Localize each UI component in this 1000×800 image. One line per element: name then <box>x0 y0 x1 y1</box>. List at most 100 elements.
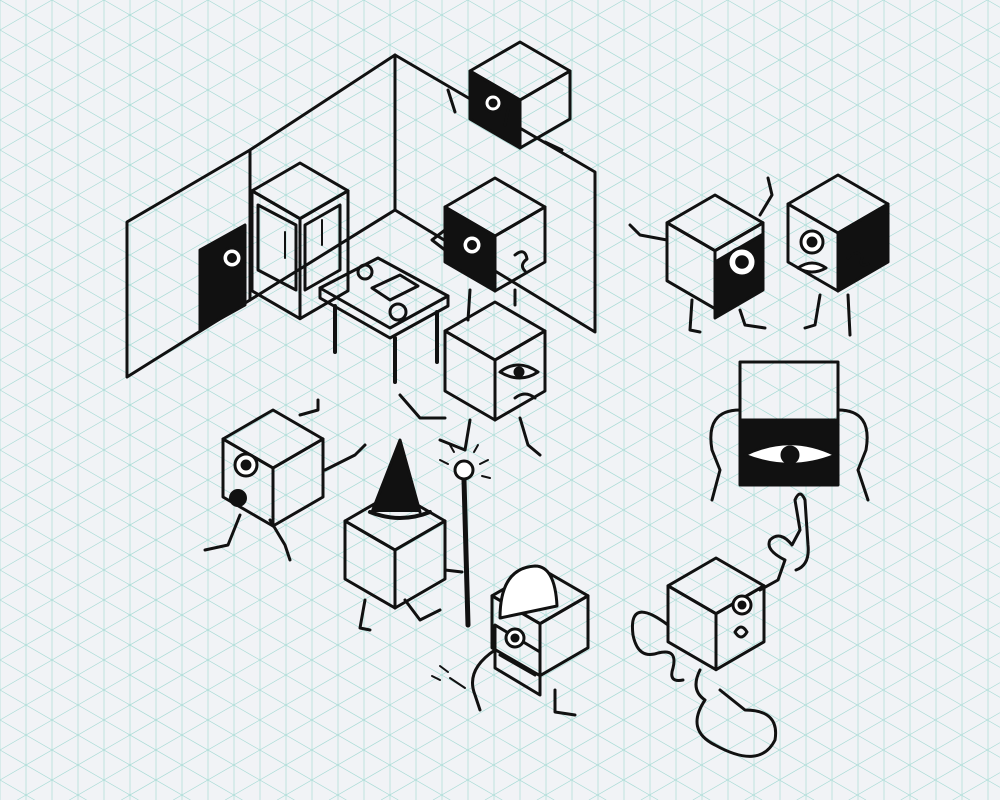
grid-line <box>0 449 607 800</box>
cabinet-door <box>256 203 298 292</box>
grid-line <box>0 0 572 331</box>
grid-line <box>103 0 1000 518</box>
wizard-cube-legs <box>358 598 442 632</box>
grid-line <box>0 0 624 361</box>
cup-on-table <box>356 263 374 281</box>
grid-line <box>121 292 1000 800</box>
grid-line <box>0 52 1000 631</box>
grid-line <box>779 0 1000 128</box>
grid-line <box>0 0 105 61</box>
ok-cube-drop <box>733 625 749 639</box>
grid-line <box>623 0 1000 218</box>
cabinet-doors-front <box>303 203 342 292</box>
room-cube-hand <box>430 228 447 252</box>
grid-line <box>900 742 1000 800</box>
flat-box-legs <box>709 408 870 502</box>
talking-cube-mouth <box>796 261 828 274</box>
grid-line <box>0 112 1000 691</box>
grid-line <box>0 0 157 91</box>
pupil <box>227 253 237 263</box>
waving-cube-left-face <box>665 221 717 311</box>
room-cube-mouth <box>513 250 529 273</box>
surprised-cube-right-face <box>271 437 325 528</box>
wizard-staff-orb <box>453 459 475 481</box>
pupil <box>735 255 749 269</box>
book-on-table <box>370 273 420 302</box>
tongue-arm <box>630 610 685 682</box>
grid-line <box>0 719 139 800</box>
grid-line <box>0 22 1000 601</box>
flat-box-pupil <box>780 445 800 465</box>
peeking-cube-fingers <box>446 88 564 152</box>
grid-line <box>0 479 555 800</box>
wizard-staff <box>461 477 471 628</box>
sleepy-cube-legs <box>438 416 542 457</box>
sleepy-cube-left-face <box>443 329 497 422</box>
grid-line <box>0 172 1000 751</box>
grid-line <box>0 0 728 421</box>
room-right-wall <box>393 53 597 334</box>
talking-cube-squiggle <box>846 251 870 267</box>
grid-line <box>675 0 1000 188</box>
grid-line <box>0 779 35 800</box>
grid-line <box>0 179 1000 758</box>
grid-line <box>259 0 1000 428</box>
grid-line <box>935 0 1000 38</box>
grid-line <box>0 749 87 800</box>
pupil <box>488 98 498 108</box>
grid-line <box>0 0 676 391</box>
sleepy-cube-pupil <box>513 366 525 378</box>
waving-cube-legs <box>688 298 767 334</box>
grid-line <box>519 0 1000 278</box>
grid-line <box>0 29 1000 608</box>
ok-cube-right-face <box>714 584 766 672</box>
grid-line <box>0 119 1000 698</box>
cabinet-door-panels <box>284 219 323 259</box>
grid-line <box>328 412 1000 800</box>
grid-line <box>952 772 1000 800</box>
table-legs <box>333 304 439 384</box>
knight-visor <box>493 623 542 697</box>
wizard-cube-right-face <box>393 519 447 610</box>
cabinet-right-face <box>298 189 350 321</box>
grid-line <box>0 329 815 800</box>
knight-spark <box>431 665 466 689</box>
grid-line <box>831 0 1000 98</box>
pupil <box>806 236 818 248</box>
grid-line <box>155 0 1000 488</box>
sleepy-cube-right-face <box>493 329 547 422</box>
grid-line <box>0 269 919 800</box>
grid-line <box>0 142 1000 721</box>
grid-line <box>207 0 1000 458</box>
peeking-cube-right-face <box>518 69 572 150</box>
grid-line <box>17 232 1000 800</box>
knight-visor-slit <box>498 653 537 677</box>
talking-cube-right-face <box>836 202 890 293</box>
talking-cube-legs <box>803 293 852 337</box>
grid-line <box>987 0 1000 8</box>
grid-line <box>0 0 260 151</box>
ok-cube-left-face <box>666 584 718 672</box>
grid-line <box>0 202 1000 781</box>
grid-line <box>0 149 1000 728</box>
surprised-cube-mouth <box>229 489 247 507</box>
grid-line <box>0 599 347 800</box>
grid-line <box>380 442 1000 800</box>
grid-line <box>0 0 832 481</box>
grid-line <box>536 532 1000 800</box>
wizard-hat <box>370 438 422 514</box>
flat-box-top <box>738 360 840 422</box>
grid-line <box>0 359 763 800</box>
plate-on-table <box>388 302 408 322</box>
grid-line <box>640 592 1000 800</box>
grid-line <box>276 382 1000 800</box>
wizard-cube-left-face <box>343 519 397 610</box>
knight-cube-limbs <box>471 648 577 717</box>
grid-line <box>0 0 416 241</box>
grid-line <box>467 0 1000 308</box>
grid-line <box>796 682 1000 800</box>
grid-line <box>69 262 1000 800</box>
grid-line <box>0 209 1000 788</box>
grid-line <box>0 629 295 800</box>
